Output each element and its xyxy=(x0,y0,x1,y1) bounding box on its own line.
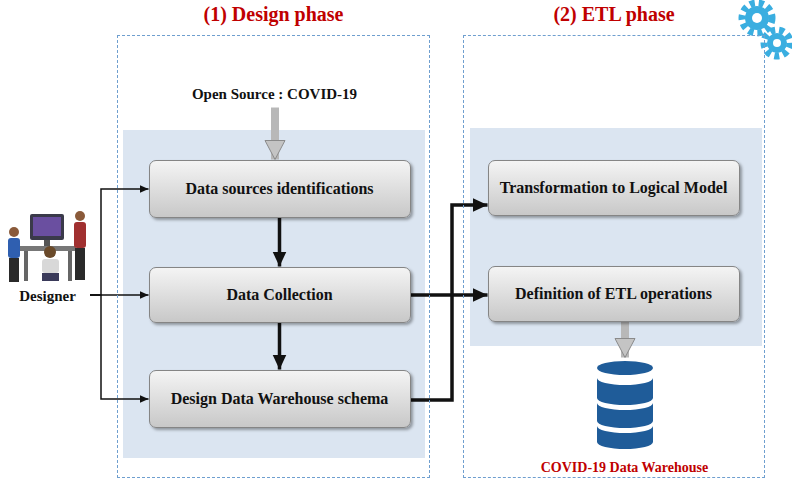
node-label: Definition of ETL operations xyxy=(515,284,712,303)
phase-band: (2) ETL phaseTransformation to Logical M… xyxy=(463,35,765,478)
database-icon xyxy=(597,361,653,449)
flow-arrow xyxy=(621,322,629,358)
actor-node: Designer xyxy=(5,205,90,305)
flow-arrow xyxy=(90,295,149,399)
source-label-node: Open Source : COVID-19 xyxy=(160,86,390,108)
datastore-node: COVID-19 Data Warehouse xyxy=(520,358,730,476)
process-box: Data sources identifications xyxy=(149,160,411,218)
flow-arrow xyxy=(90,189,149,295)
process-box: Design Data Warehouse schema xyxy=(149,370,411,428)
flow-arrow xyxy=(411,205,488,400)
flow-arrow xyxy=(278,218,282,267)
designer-figure xyxy=(8,211,86,282)
process-box: Transformation to Logical Model xyxy=(488,160,740,216)
node-label: Data sources identifications xyxy=(185,179,373,198)
gear-icon xyxy=(742,3,790,56)
flow-arrow xyxy=(278,323,282,370)
process-box: Data Collection xyxy=(149,267,411,323)
phase-heading: (2) ETL phase xyxy=(444,3,784,26)
flow-arrow xyxy=(411,293,488,297)
phase-band: (1) Design phaseOpen Source : COVID-19Da… xyxy=(117,35,430,478)
design-panel xyxy=(123,130,425,458)
node-label: COVID-19 Data Warehouse xyxy=(541,460,709,476)
node-label: Design Data Warehouse schema xyxy=(171,389,389,408)
flow-arrow xyxy=(271,108,279,160)
etl-panel xyxy=(470,128,762,346)
node-label: Open Source : COVID-19 xyxy=(192,86,357,103)
node-label: Data Collection xyxy=(226,285,332,304)
node-label: Transformation to Logical Model xyxy=(500,178,728,197)
process-box: Definition of ETL operations xyxy=(488,266,740,322)
phase-heading: (1) Design phase xyxy=(98,3,449,26)
node-label: Designer xyxy=(19,288,76,305)
